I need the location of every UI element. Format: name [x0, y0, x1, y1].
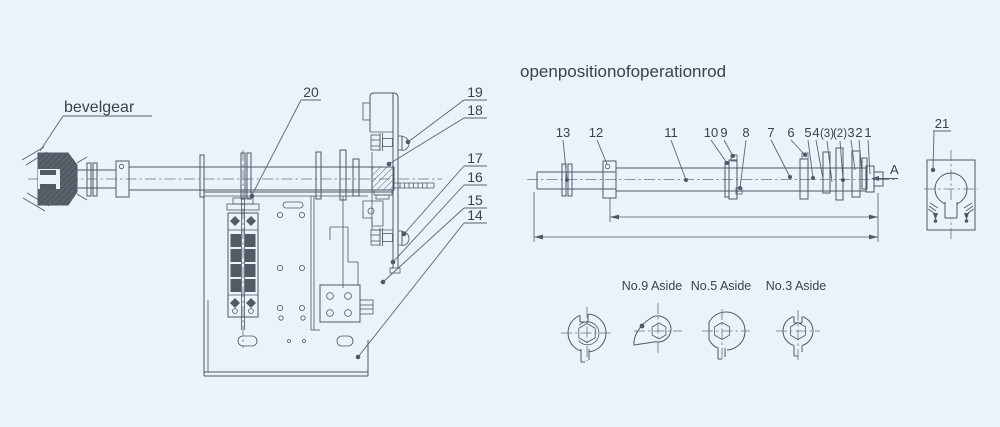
callout-16: 16	[392, 169, 487, 263]
view-title: openpositionofoperationrod	[520, 62, 726, 81]
callout-9-label: 9	[720, 125, 727, 140]
rack-bar	[394, 182, 435, 189]
bolt-upper	[370, 133, 410, 151]
section-view-no3: No.3 Aside	[766, 279, 827, 360]
callout-8-label: 8	[742, 125, 749, 140]
bevelgear-label: bevelgear	[64, 99, 135, 116]
view-arrow-label: A	[890, 162, 899, 177]
drive-shaft	[60, 149, 392, 201]
callout-17: 17	[403, 150, 487, 235]
callout-14-label: 14	[467, 207, 483, 223]
callout-18-label: 18	[467, 102, 483, 118]
section-view-no9: No.9 Aside	[622, 279, 683, 354]
section-no5-label: No.5 Aside	[691, 279, 752, 293]
callout-19: 19	[407, 84, 487, 143]
callout-6-label: 6	[787, 125, 794, 140]
section-no3-label: No.3 Aside	[766, 279, 827, 293]
callout-1-label: 1	[864, 125, 871, 140]
section-view-no5: No.5 Aside	[691, 279, 752, 362]
callout-21-label: 21	[935, 116, 949, 131]
view-arrow-a: A	[871, 162, 899, 181]
gearbox-plate	[362, 92, 435, 274]
bolt-lower	[370, 228, 410, 246]
callout-4-label: 4	[812, 125, 819, 140]
callout-5-label: 5	[804, 125, 811, 140]
pivot-bracket	[362, 200, 384, 227]
operation-rod	[536, 147, 884, 201]
callout-2-label: 2	[855, 125, 862, 140]
callout-3p-label: (3)	[820, 128, 834, 140]
callout-3-label: 3	[847, 125, 854, 140]
support-bracket	[319, 226, 374, 323]
callout-19-label: 19	[467, 84, 483, 100]
left-assembly-view: bevelgear 20 19 18 17 16	[21, 84, 487, 377]
section-no9-label: No.9 Aside	[622, 279, 683, 293]
operation-rod-view: openpositionofoperationrod	[520, 62, 978, 363]
rod-callouts: 13 12 11 10 9 8 7 6 5 4 (3) (2) 3	[556, 125, 872, 190]
callout-20-label: 20	[303, 84, 319, 100]
callout-12-label: 12	[589, 125, 603, 140]
callout-11-label: 11	[664, 125, 678, 140]
dimension-lines	[533, 192, 879, 242]
clip-left	[927, 202, 939, 223]
plate-slot-top	[282, 201, 304, 209]
section-views: No.9 Aside No.5 Aside N	[561, 279, 827, 363]
plate-slot-bottom-left	[237, 335, 258, 347]
callout-21: 21	[930, 116, 951, 173]
keyhole-bracket: 21	[924, 116, 978, 240]
callout-17-label: 17	[467, 150, 483, 166]
callout-2p-label: (2)	[833, 128, 847, 140]
callout-16-label: 16	[467, 169, 483, 185]
callout-15-label: 15	[467, 192, 483, 208]
callout-15: 15	[382, 192, 487, 283]
callout-7-label: 7	[767, 125, 774, 140]
callout-14: 14	[357, 207, 487, 358]
shaft-hub	[371, 166, 395, 191]
chain-interlock-assembly	[226, 150, 260, 348]
bevel-gear	[21, 146, 88, 212]
plate-slot-bottom-right	[336, 335, 354, 347]
callout-bevelgear: bevelgear	[39, 99, 152, 152]
callout-10-label: 10	[704, 125, 718, 140]
callout-18: 18	[388, 102, 487, 165]
callout-13-label: 13	[556, 125, 570, 140]
section-view-large	[561, 307, 613, 363]
mounting-plate	[203, 191, 392, 377]
callout-20: 20	[251, 84, 321, 196]
clip-right	[963, 202, 975, 223]
